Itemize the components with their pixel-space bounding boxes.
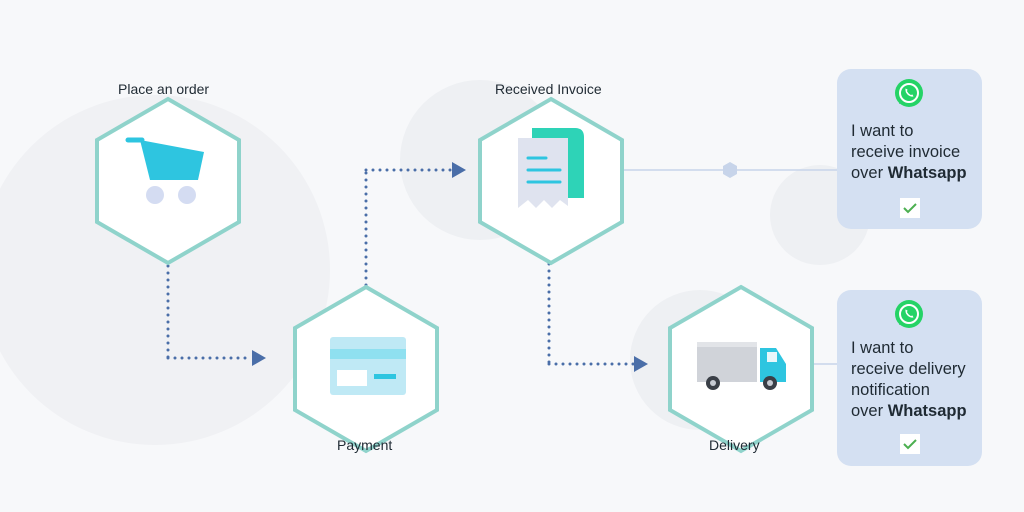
shopping-cart-icon (125, 137, 204, 204)
invoice-card-line: over Whatsapp (851, 163, 967, 184)
checkmark-icon (900, 434, 920, 454)
small-hexagon-node (723, 162, 737, 178)
whatsapp-invoice-card: I want to receive invoice over Whatsapp (837, 69, 982, 229)
connector-invoice-to-delivery (547, 248, 648, 372)
receipt-icon (518, 128, 584, 208)
step-label-received-invoice: Received Invoice (495, 81, 602, 97)
credit-card-icon (330, 337, 406, 395)
arrow-head-icon (252, 350, 266, 366)
checkmark-icon (900, 198, 920, 218)
step-label-place-order: Place an order (118, 81, 210, 97)
step-label-payment: Payment (337, 437, 393, 453)
arrow-head-icon (452, 162, 466, 178)
delivery-card-line: over Whatsapp (851, 401, 967, 422)
whatsapp-icon (895, 79, 923, 107)
delivery-card-whatsapp: Whatsapp (887, 402, 967, 420)
delivery-card-line-prefix: over (851, 402, 888, 420)
invoice-card-whatsapp: Whatsapp (887, 164, 967, 182)
invoice-card-line: receive invoice (851, 143, 961, 161)
whatsapp-delivery-card: I want to receive delivery notification … (837, 290, 982, 466)
invoice-card-message: I want to receive invoice over Whatsapp (851, 121, 967, 184)
delivery-card-line: notification (851, 381, 930, 399)
delivery-card-line: receive delivery (851, 360, 966, 378)
whatsapp-icon (895, 300, 923, 328)
invoice-card-line-prefix: over (851, 164, 888, 182)
delivery-card-message: I want to receive delivery notification … (851, 338, 967, 422)
invoice-card-line: I want to (851, 122, 914, 140)
step-label-delivery: Delivery (709, 437, 760, 453)
connector-payment-to-invoice (364, 162, 466, 287)
arrow-head-icon (634, 356, 648, 372)
delivery-truck-icon (697, 342, 786, 390)
bg-circle (0, 95, 330, 445)
delivery-card-line: I want to (851, 339, 914, 357)
